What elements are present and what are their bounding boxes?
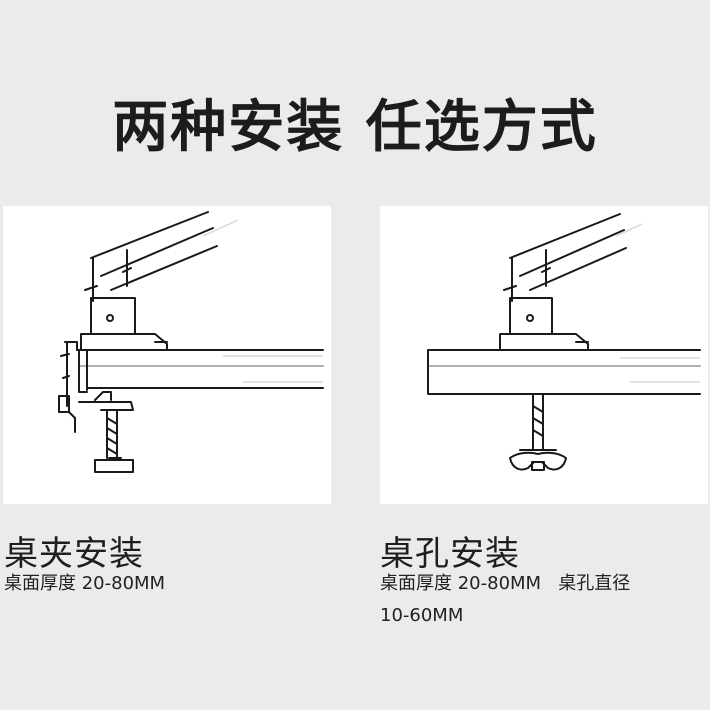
hole-mount-spec-cont: 10-60MM [380,605,464,626]
clamp-mount-label: 桌夹安装 [4,534,144,574]
clamp-mount-drawing [58,211,324,473]
hole-mount-spec: 桌面厚度 20-80MM 桌孔直径 [380,573,631,594]
page-title: 两种安装 任选方式 [112,95,598,160]
clamp-mount-illustration [3,206,331,504]
hole-mount-label: 桌孔安装 [380,534,520,574]
clamp-mount-spec: 桌面厚度 20-80MM [4,573,166,594]
hole-mount-illustration [380,206,708,504]
hole-mount-drawing [427,213,701,471]
